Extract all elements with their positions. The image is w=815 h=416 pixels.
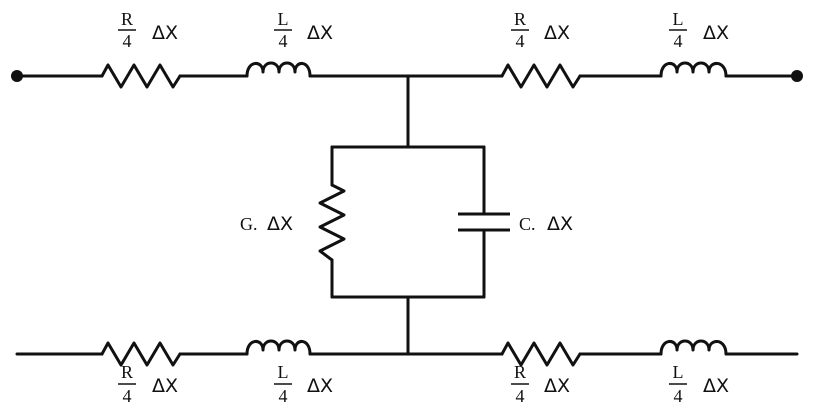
fraction-denominator: 4 bbox=[516, 31, 525, 51]
fraction-numerator: L bbox=[278, 362, 289, 382]
bottom-resistor-right bbox=[500, 341, 582, 367]
shunt-capacitor bbox=[458, 212, 510, 232]
shunt-conductance-resistor bbox=[318, 183, 346, 262]
top-resistor-left bbox=[100, 63, 182, 89]
label-bottom-resistor-left: R 4 ΔX bbox=[118, 362, 178, 406]
delta-x-suffix: ΔX bbox=[267, 213, 293, 235]
bottom-resistor-left bbox=[100, 341, 182, 367]
fraction-denominator: 4 bbox=[123, 31, 132, 51]
fraction-numerator: R bbox=[121, 9, 133, 29]
delta-x-suffix: ΔX bbox=[152, 22, 178, 44]
delta-x-suffix: ΔX bbox=[307, 22, 333, 44]
delta-x-suffix: ΔX bbox=[703, 22, 729, 44]
delta-x-suffix: ΔX bbox=[307, 375, 333, 397]
bottom-inductor-right bbox=[659, 339, 728, 356]
label-top-resistor-right: R 4 ΔX bbox=[511, 9, 570, 51]
delta-x-suffix: ΔX bbox=[152, 375, 178, 397]
delta-x-suffix: ΔX bbox=[544, 22, 570, 44]
fraction-denominator: 4 bbox=[123, 386, 132, 406]
top-inductor-left bbox=[245, 61, 312, 78]
label-bottom-inductor-left: L 4 ΔX bbox=[274, 362, 333, 406]
fraction-denominator: 4 bbox=[279, 31, 288, 51]
bottom-inductor-left bbox=[245, 339, 312, 356]
top-inductor-right bbox=[659, 61, 728, 78]
fraction-numerator: L bbox=[673, 362, 684, 382]
fraction-numerator: R bbox=[121, 362, 133, 382]
fraction-numerator: L bbox=[278, 9, 289, 29]
label-capacitance: C. ΔX bbox=[519, 213, 573, 235]
delta-x-suffix: ΔX bbox=[544, 375, 570, 397]
delta-x-suffix: ΔX bbox=[703, 375, 729, 397]
fraction-denominator: 4 bbox=[279, 386, 288, 406]
fraction-denominator: 4 bbox=[674, 386, 683, 406]
conductance-symbol: G. bbox=[240, 214, 258, 234]
label-top-inductor-right: L 4 ΔX bbox=[669, 9, 729, 51]
label-top-inductor-left: L 4 ΔX bbox=[274, 9, 333, 51]
label-top-resistor-left: R 4 ΔX bbox=[118, 9, 178, 51]
fraction-numerator: L bbox=[673, 9, 684, 29]
label-bottom-resistor-right: R 4 ΔX bbox=[511, 362, 570, 406]
label-conductance: G. ΔX bbox=[240, 213, 293, 235]
shunt-wiring bbox=[330, 74, 486, 356]
top-resistor-right bbox=[500, 63, 582, 89]
capacitance-symbol: C. bbox=[519, 214, 536, 234]
fraction-numerator: R bbox=[514, 9, 526, 29]
fraction-denominator: 4 bbox=[674, 31, 683, 51]
label-bottom-inductor-right: L 4 ΔX bbox=[669, 362, 729, 406]
fraction-denominator: 4 bbox=[516, 386, 525, 406]
delta-x-suffix: ΔX bbox=[547, 213, 573, 235]
fraction-numerator: R bbox=[514, 362, 526, 382]
